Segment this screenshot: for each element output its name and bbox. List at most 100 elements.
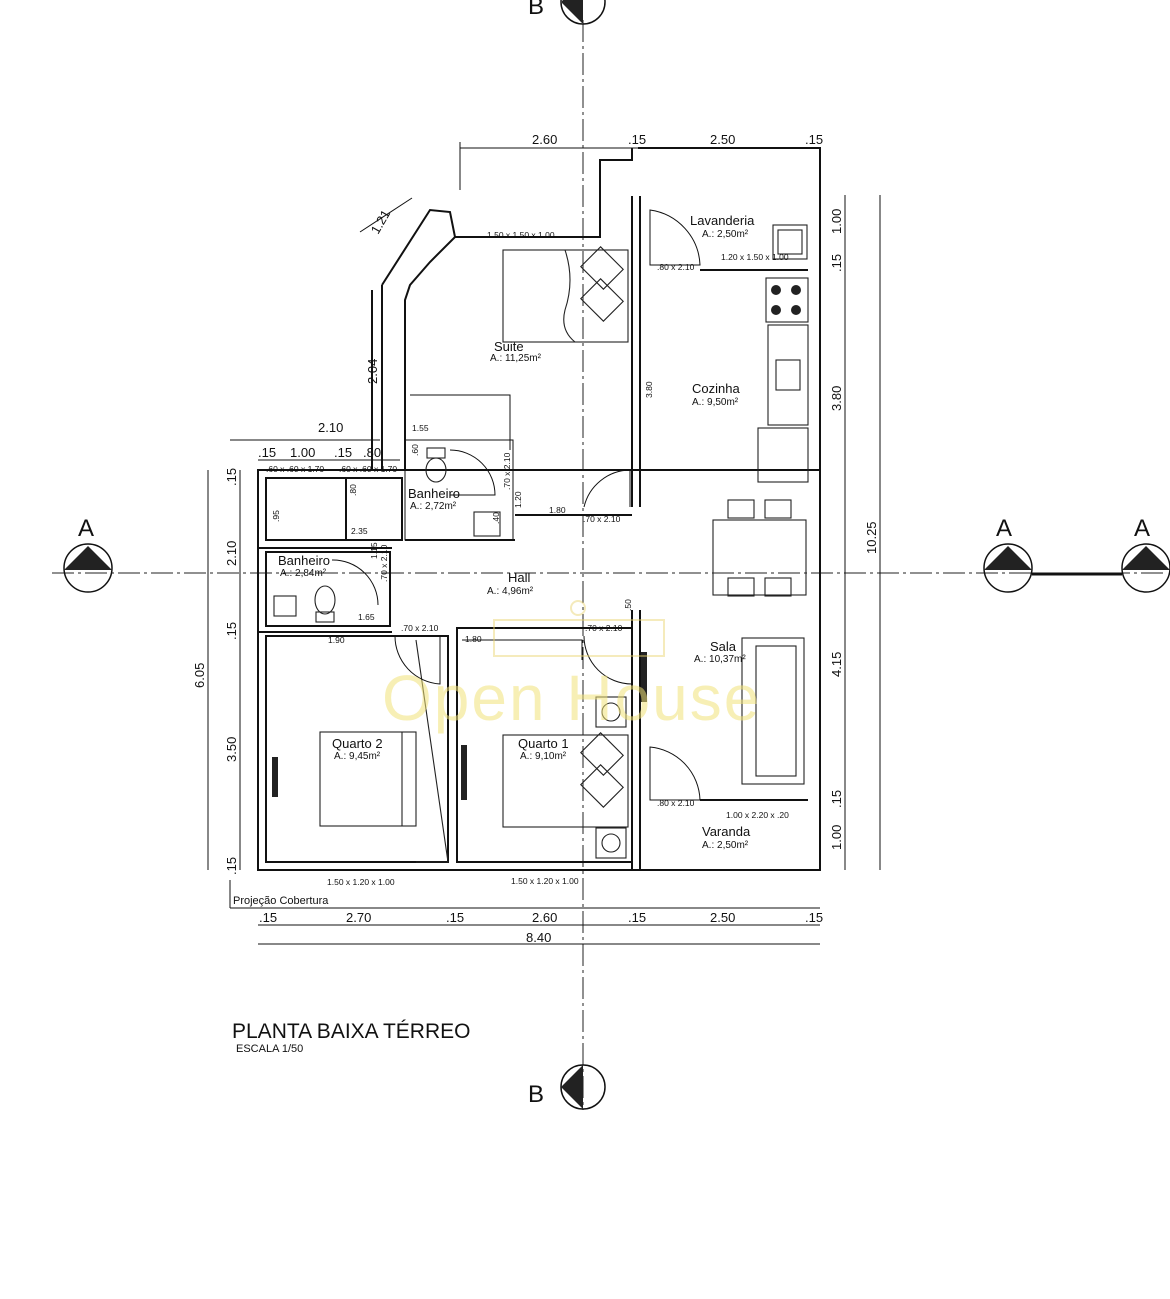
svg-text:2.50: 2.50 (710, 910, 735, 925)
room-area-varanda: A.: 2,50m² (702, 840, 749, 851)
svg-text:1.90: 1.90 (328, 635, 345, 645)
svg-text:.15: .15 (628, 132, 646, 147)
svg-text:10.25: 10.25 (864, 521, 879, 554)
svg-text:.15: .15 (805, 132, 823, 147)
svg-text:.95: .95 (271, 510, 281, 522)
svg-text:.60 x .60 x 1.70: .60 x .60 x 1.70 (266, 464, 324, 474)
svg-text:1.20 x 1.50 x 1.00: 1.20 x 1.50 x 1.00 (721, 252, 789, 262)
furniture (272, 224, 809, 863)
room-area-quarto-1: A.: 9,10m² (520, 751, 567, 762)
svg-text:1.80: 1.80 (465, 634, 482, 644)
svg-text:1.21: 1.21 (368, 207, 394, 236)
room-name-banheiro-social: Banheiro (278, 553, 330, 568)
room-area-hall: A.: 4,96m² (487, 586, 534, 597)
svg-text:.15: .15 (258, 445, 276, 460)
svg-text:.60: .60 (410, 444, 420, 456)
svg-text:1.50 x 1.20 x 1.00: 1.50 x 1.20 x 1.00 (327, 877, 395, 887)
svg-text:1.50 x 1.20 x 1.00: 1.50 x 1.20 x 1.00 (511, 876, 579, 886)
room-name-sala: Sala (710, 639, 737, 654)
svg-text:.15: .15 (224, 622, 239, 640)
svg-text:2.10: 2.10 (224, 541, 239, 566)
svg-text:.15: .15 (259, 910, 277, 925)
svg-text:.15: .15 (829, 254, 844, 272)
room-area-sala: A.: 10,37m² (694, 654, 746, 665)
watermark-text: Open House (382, 662, 761, 734)
svg-text:.50: .50 (623, 599, 633, 611)
drawing-title: PLANTA BAIXA TÉRREO (232, 1020, 470, 1043)
svg-text:3.80: 3.80 (829, 386, 844, 411)
stove-icon (765, 277, 809, 323)
svg-text:.15: .15 (224, 857, 239, 875)
svg-text:1.55: 1.55 (412, 423, 429, 433)
room-name-banheiro-suite: Banheiro (408, 486, 460, 501)
svg-text:.15: .15 (628, 910, 646, 925)
svg-text:.80 x 2.10: .80 x 2.10 (657, 262, 695, 272)
svg-text:.70 x 2.10: .70 x 2.10 (401, 623, 439, 633)
section-marker-a-left: A (63, 515, 113, 593)
room-name-suite: Suite (494, 339, 524, 354)
svg-text:8.40: 8.40 (526, 930, 551, 945)
svg-text:4.15: 4.15 (829, 652, 844, 677)
svg-text:1.15: 1.15 (369, 542, 379, 559)
room-area-lavanderia: A.: 2,50m² (702, 229, 749, 240)
room-name-hall: Hall (508, 570, 531, 585)
svg-text:1.00: 1.00 (290, 445, 315, 460)
svg-text:2.70: 2.70 (346, 910, 371, 925)
svg-text:.15: .15 (334, 445, 352, 460)
watermark-logo (493, 600, 665, 657)
svg-text:2.35: 2.35 (351, 526, 368, 536)
room-labels: Suite A.: 11,25m² Lavanderia A.: 2,50m² … (278, 213, 755, 851)
svg-text:2.60: 2.60 (532, 910, 557, 925)
svg-text:.15: .15 (805, 910, 823, 925)
svg-text:.80 x 2.10: .80 x 2.10 (657, 798, 695, 808)
svg-text:A: A (1134, 515, 1150, 542)
svg-text:3.50: 3.50 (224, 737, 239, 762)
svg-text:1.50 x 1.50 x 1.00: 1.50 x 1.50 x 1.00 (487, 230, 555, 240)
svg-text:2.10: 2.10 (318, 420, 343, 435)
section-marker-b-top: B (528, 0, 606, 25)
section-marker-a-right: A A (983, 515, 1170, 593)
room-area-banheiro-social: A.: 2,84m² (280, 568, 327, 579)
svg-text:.80: .80 (348, 484, 358, 496)
svg-text:1.00: 1.00 (829, 825, 844, 850)
drawing-scale: ESCALA 1/50 (236, 1043, 303, 1055)
section-marker-b-bottom: B (528, 1064, 606, 1110)
room-name-quarto-2: Quarto 2 (332, 736, 383, 751)
svg-text:6.05: 6.05 (192, 663, 207, 688)
svg-text:.15: .15 (446, 910, 464, 925)
svg-text:1.80: 1.80 (549, 505, 566, 515)
svg-text:1.00: 1.00 (829, 209, 844, 234)
svg-text:.70 x 2.10: .70 x 2.10 (502, 452, 512, 490)
section-axes (52, 20, 1165, 1110)
svg-text:.60 x .60 x 1.70: .60 x .60 x 1.70 (339, 464, 397, 474)
dimension-lines (207, 142, 881, 945)
room-area-suite: A.: 11,25m² (490, 353, 542, 364)
svg-text:2.60: 2.60 (532, 132, 557, 147)
svg-text:B: B (528, 1081, 544, 1108)
svg-text:1.20: 1.20 (513, 491, 523, 508)
svg-text:.80: .80 (363, 445, 381, 460)
svg-text:2.04: 2.04 (365, 359, 380, 384)
roof-projection-label: Projeção Cobertura (233, 895, 329, 907)
room-area-banheiro-suite: A.: 2,72m² (410, 501, 457, 512)
svg-text:1.65: 1.65 (358, 612, 375, 622)
svg-text:.70 x 2.10: .70 x 2.10 (379, 544, 389, 582)
opening-labels: 1.50 x 1.50 x 1.00 1.20 x 1.50 x 1.00 .8… (266, 230, 789, 887)
room-name-varanda: Varanda (702, 824, 751, 839)
room-name-cozinha: Cozinha (692, 381, 740, 396)
room-name-quarto-1: Quarto 1 (518, 736, 569, 751)
dimension-texts: 2.60 .15 2.50 .15 .15 2.70 .15 2.60 .15 … (192, 132, 879, 945)
svg-text:3.80: 3.80 (644, 381, 654, 398)
room-area-cozinha: A.: 9,50m² (692, 397, 739, 408)
svg-text:A: A (996, 515, 1012, 542)
svg-text:.15: .15 (829, 790, 844, 808)
svg-text:.70 x 2.10: .70 x 2.10 (583, 514, 621, 524)
misc-dimensions: 1.55 3.80 1.80 1.80 1.20 2.35 .95 .80 .6… (271, 381, 654, 645)
svg-text:.70 x 2.10: .70 x 2.10 (585, 623, 623, 633)
svg-text:2.50: 2.50 (710, 132, 735, 147)
room-name-lavanderia: Lavanderia (690, 213, 755, 228)
svg-text:1.00 x 2.20 x .20: 1.00 x 2.20 x .20 (726, 810, 789, 820)
svg-text:A: A (78, 515, 94, 542)
svg-text:.15: .15 (224, 468, 239, 486)
